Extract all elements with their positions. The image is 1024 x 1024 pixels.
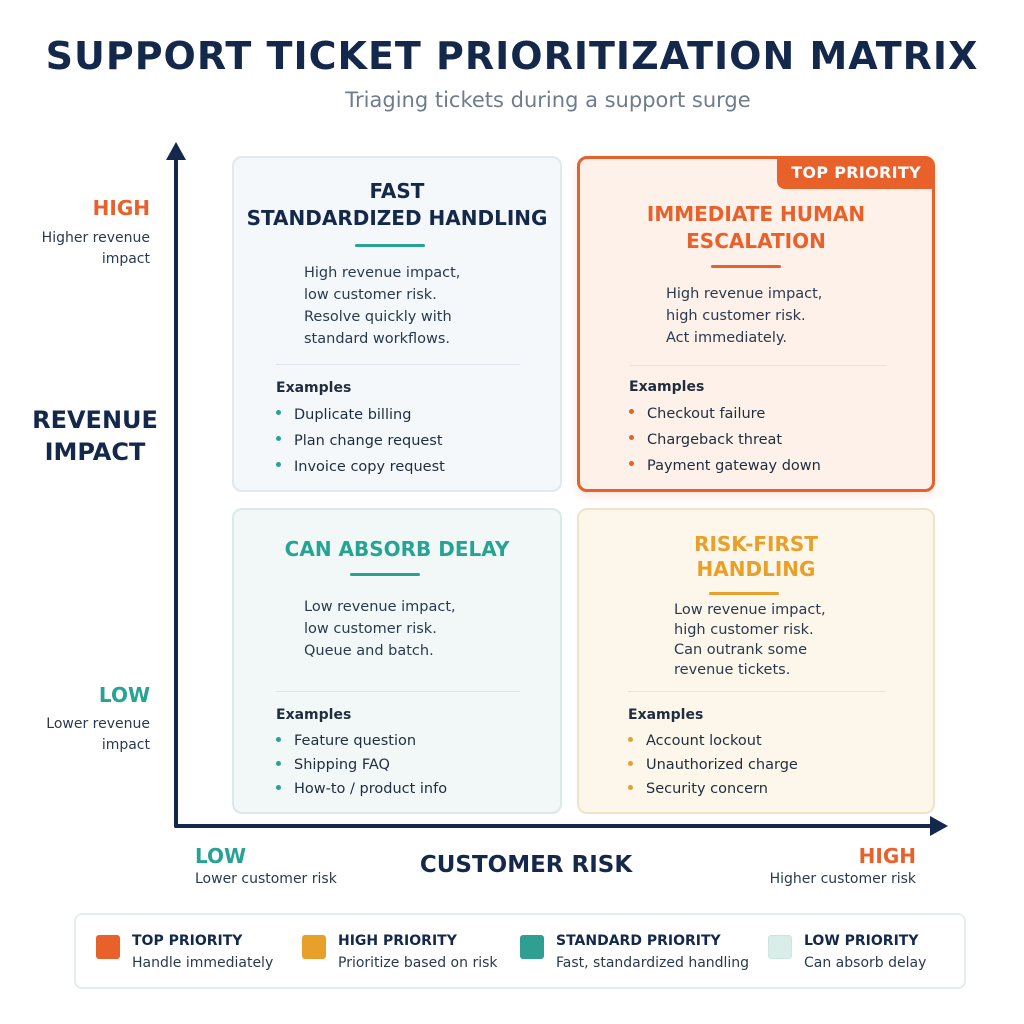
x-axis-low-label: LOW xyxy=(195,844,247,868)
list-item: Feature question xyxy=(276,729,447,753)
quadrant-divider xyxy=(276,691,520,692)
legend-title: STANDARD PRIORITY xyxy=(556,933,721,949)
y-axis-low-desc: Lower revenue impact xyxy=(46,716,150,753)
examples-label: Examples xyxy=(276,707,352,723)
quadrant-divider xyxy=(628,691,886,692)
top-priority-badge: TOP PRIORITY xyxy=(777,156,935,189)
page-subtitle: Triaging tickets during a support surge xyxy=(345,88,751,112)
list-item: Shipping FAQ xyxy=(276,753,447,777)
x-axis-line xyxy=(174,824,934,828)
x-axis-high-label: HIGH xyxy=(858,844,916,868)
legend-swatch xyxy=(96,935,120,959)
list-item: Unauthorized charge xyxy=(628,753,798,777)
quadrant-title-underline xyxy=(709,592,779,595)
x-axis-low-desc: Lower customer risk xyxy=(195,871,337,887)
examples-label: Examples xyxy=(629,379,705,395)
legend-desc: Prioritize based on risk xyxy=(338,955,498,971)
quadrant-description: High revenue impact, high customer risk.… xyxy=(666,286,823,346)
quadrant-immediate-human-escalation: TOP PRIORITY IMMEDIATE HUMAN ESCALATION … xyxy=(577,156,935,492)
list-item: Account lockout xyxy=(628,729,798,753)
quadrant-title: IMMEDIATE HUMAN ESCALATION xyxy=(646,202,866,253)
y-axis-arrow-icon xyxy=(166,142,186,160)
x-axis-high-desc: Higher customer risk xyxy=(769,871,916,887)
quadrant-description: High revenue impact, low customer risk. … xyxy=(304,265,461,347)
quadrant-title-underline xyxy=(711,265,781,268)
legend-swatch xyxy=(520,935,544,959)
list-item: How-to / product info xyxy=(276,777,447,801)
quadrant-title-underline xyxy=(355,244,425,247)
legend-desc: Fast, standardized handling xyxy=(556,955,750,971)
list-item: Invoice copy request xyxy=(276,454,445,480)
page-title: SUPPORT TICKET PRIORITIZATION MATRIX xyxy=(45,34,979,78)
quadrant-fast-standardized-handling: FAST STANDARDIZED HANDLING High revenue … xyxy=(232,156,562,492)
quadrant-can-absorb-delay: CAN ABSORB DELAY Low revenue impact, low… xyxy=(232,508,562,814)
y-axis-title: REVENUE IMPACT xyxy=(32,406,158,466)
quadrant-title: CAN ABSORB DELAY xyxy=(284,537,510,561)
quadrant-title: RISK-FIRST HANDLING xyxy=(694,532,818,581)
examples-list: Feature question Shipping FAQ How-to / p… xyxy=(276,729,447,801)
quadrant-title: FAST STANDARDIZED HANDLING xyxy=(246,179,548,230)
examples-list: Account lockout Unauthorized charge Secu… xyxy=(628,729,798,801)
y-axis-low-label: LOW xyxy=(98,683,150,707)
examples-label: Examples xyxy=(628,707,704,723)
quadrant-risk-first-handling: RISK-FIRST HANDLING Low revenue impact, … xyxy=(577,508,935,814)
list-item: Plan change request xyxy=(276,428,445,454)
quadrant-description: Low revenue impact, high customer risk. … xyxy=(674,602,826,678)
examples-label: Examples xyxy=(276,380,352,396)
legend-desc: Can absorb delay xyxy=(804,955,927,971)
list-item: Checkout failure xyxy=(629,401,821,427)
list-item: Security concern xyxy=(628,777,798,801)
legend-title: LOW PRIORITY xyxy=(804,933,919,949)
legend-swatch xyxy=(302,935,326,959)
quadrant-description: Low revenue impact, low customer risk. Q… xyxy=(304,599,456,659)
quadrant-divider xyxy=(629,365,887,366)
priority-legend: TOP PRIORITY Handle immediately HIGH PRI… xyxy=(74,913,966,989)
examples-list: Checkout failure Chargeback threat Payme… xyxy=(629,401,821,479)
examples-list: Duplicate billing Plan change request In… xyxy=(276,402,445,480)
list-item: Duplicate billing xyxy=(276,402,445,428)
y-axis-high-label: HIGH xyxy=(92,196,150,220)
list-item: Payment gateway down xyxy=(629,453,821,479)
legend-desc: Handle immediately xyxy=(132,955,274,971)
list-item: Chargeback threat xyxy=(629,427,821,453)
legend-title: TOP PRIORITY xyxy=(132,933,243,949)
legend-swatch xyxy=(768,935,792,959)
quadrant-divider xyxy=(276,364,520,365)
y-axis-high-desc: Higher revenue impact xyxy=(41,230,150,267)
x-axis-title: CUSTOMER RISK xyxy=(419,852,633,878)
y-axis-line xyxy=(174,156,178,828)
legend-title: HIGH PRIORITY xyxy=(338,933,457,949)
x-axis-arrow-icon xyxy=(930,816,948,836)
quadrant-title-underline xyxy=(350,573,420,576)
